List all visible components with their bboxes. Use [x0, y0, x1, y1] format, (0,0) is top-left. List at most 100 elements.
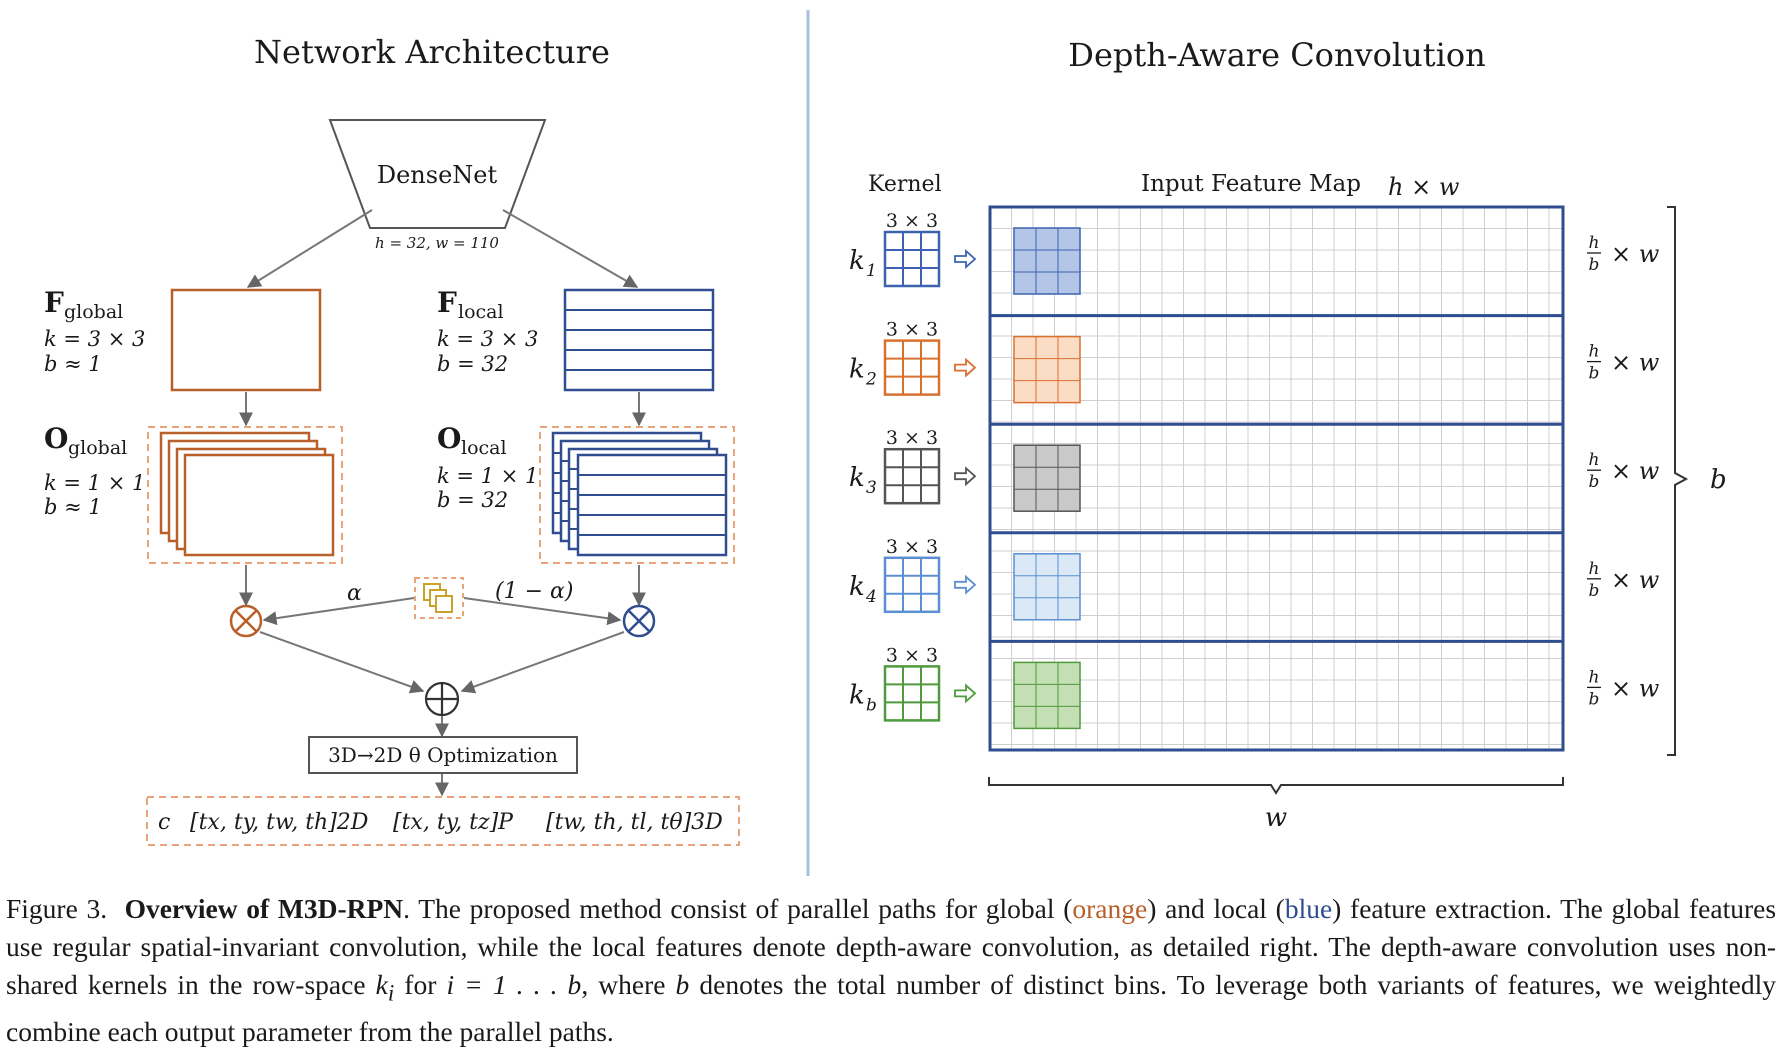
- o-global-stack: [159, 431, 335, 557]
- one-minus-alpha-label: (1 − α): [495, 579, 573, 604]
- row-dim-label: × w: [1611, 349, 1660, 377]
- f-global-b: b ≈ 1: [44, 352, 102, 376]
- feature-patch-1: [1013, 227, 1081, 295]
- caption-text-6: denotes the total number of distinct bin…: [6, 969, 1776, 1047]
- multiply-local-node: [622, 604, 656, 638]
- kernel-grid-2: [883, 339, 941, 396]
- f-local-box: [563, 288, 715, 392]
- f-local-sub: local: [458, 301, 504, 323]
- bins-brace: [1667, 206, 1689, 756]
- caption-bold-title: Overview of M3D-RPN: [124, 893, 404, 924]
- row-frac-num: h: [1589, 233, 1600, 253]
- input-map-header: Input Feature Map: [1141, 171, 1361, 197]
- arrow-icon: [954, 683, 977, 704]
- o-global-k: k = 1 × 1: [44, 471, 145, 495]
- caption-b-var: b: [675, 969, 690, 1000]
- input-map-dims: h × w: [1388, 173, 1460, 201]
- feature-patch-5: [1013, 661, 1081, 730]
- caption-text-5: , where: [581, 969, 676, 1000]
- o-local-k: k = 1 × 1: [437, 464, 538, 488]
- caption-ki-sub: i: [387, 980, 395, 1006]
- kernel-sub-1: 1: [866, 261, 877, 281]
- kernel-sub-4: 4: [865, 587, 877, 607]
- row-dim-label: × w: [1611, 674, 1660, 702]
- f-global-sub: global: [64, 301, 123, 323]
- caption-orange-word: orange: [1072, 893, 1148, 924]
- feature-patch-3: [1013, 444, 1081, 512]
- f-global-name: F: [44, 286, 64, 319]
- kernel-name-1: k: [849, 246, 865, 276]
- width-brace: [988, 777, 1564, 795]
- o-local-sub: local: [461, 437, 507, 459]
- row-frac-den: b: [1589, 255, 1600, 275]
- caption-text-4: for: [394, 969, 447, 1000]
- kernel-grid-4: [883, 556, 941, 614]
- optimization-box: [308, 736, 578, 774]
- width-label: w: [1265, 803, 1287, 833]
- row-dim-label: × w: [1611, 457, 1660, 485]
- kernel-name-3: k: [849, 463, 865, 493]
- kernel-grid-5: [883, 665, 941, 722]
- output-c: c: [158, 810, 170, 835]
- row-frac-den: b: [1589, 364, 1600, 384]
- o-local-dashed-frame: [539, 426, 735, 564]
- densenet-size: h = 32, w = 110: [375, 234, 499, 252]
- depth-aware-convolution-panel: Depth-Aware Convolution Kernel Input Fea…: [849, 36, 1727, 833]
- arrow-icon: [954, 357, 977, 378]
- caption-range: i = 1 . . . b: [446, 969, 582, 1000]
- densenet-label: DenseNet: [377, 161, 498, 189]
- input-feature-map-grid: [988, 205, 1565, 752]
- densenet-block: [328, 119, 547, 229]
- row-frac-num: h: [1589, 342, 1600, 362]
- o-local-stack: [551, 431, 728, 557]
- f-local-k: k = 3 × 3: [437, 327, 538, 351]
- row-dim-label: × w: [1611, 240, 1660, 268]
- o-local-b: b = 32: [437, 488, 508, 512]
- bins-label: b: [1710, 465, 1727, 495]
- kernel-header: Kernel: [868, 172, 942, 197]
- kernel-size-label: 3 × 3: [886, 210, 938, 232]
- multiply-global-node: [229, 604, 263, 638]
- output-2d: [tx, ty, tw, th]2D: [190, 810, 369, 835]
- feature-patch-2: [1013, 335, 1081, 404]
- o-global-b: b ≈ 1: [44, 495, 102, 519]
- alpha-label: α: [347, 581, 362, 606]
- caption-ki: k: [375, 969, 388, 1000]
- kernel-sub-3: 3: [866, 478, 877, 498]
- o-local-name: O: [437, 422, 461, 455]
- figure-caption: Figure 3. Overview of M3D-RPN. The propo…: [6, 890, 1776, 1051]
- caption-text-3: ) feature extraction. The global feature…: [6, 893, 1777, 1000]
- row-frac-den: b: [1589, 689, 1600, 709]
- f-local-b: b = 32: [437, 352, 508, 376]
- row-frac-num: h: [1589, 559, 1600, 579]
- kernel-name-2: k: [849, 355, 865, 385]
- row-frac-num: h: [1589, 450, 1600, 470]
- o-global-sub: global: [68, 437, 127, 459]
- feature-map-border: [988, 205, 1565, 752]
- kernel-sub-5: b: [866, 695, 877, 715]
- o-global-name: O: [44, 422, 68, 455]
- feature-patch-4: [1013, 553, 1081, 621]
- kernel-size-label: 3 × 3: [886, 427, 938, 449]
- depth-aware-title: Depth-Aware Convolution: [1068, 36, 1485, 74]
- kernel-size-label: 3 × 3: [886, 319, 938, 341]
- network-architecture-panel: Network Architecture DenseNet h = 32, w …: [44, 33, 740, 846]
- caption-paragraph: Figure 3. Overview of M3D-RPN. The propo…: [6, 890, 1776, 1051]
- kernel-grid-1: [883, 230, 941, 288]
- arrow-icon: [954, 574, 977, 595]
- output-3d: [tw, th, tl, tθ]3D: [546, 810, 723, 835]
- kernel-name-5: k: [849, 680, 865, 710]
- layers-icon: [423, 583, 453, 613]
- kernel-grid-3: [883, 447, 941, 505]
- row-dim-label: × w: [1611, 566, 1660, 594]
- arrow-icon: [954, 466, 977, 487]
- row-frac-num: h: [1589, 667, 1600, 687]
- kernel-sub-2: 2: [865, 370, 877, 390]
- caption-prefix: Figure 3.: [6, 893, 108, 924]
- kernel-size-label: 3 × 3: [886, 536, 938, 558]
